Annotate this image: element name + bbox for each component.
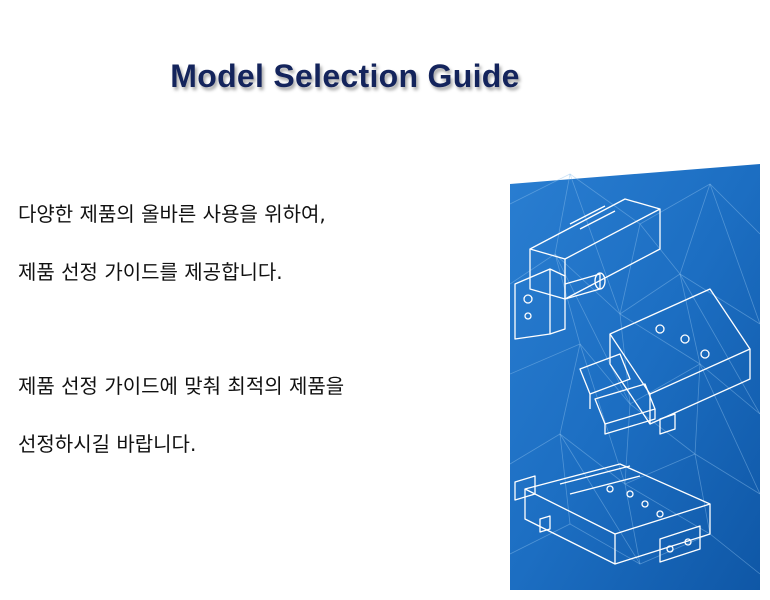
page-title: Model Selection Guide bbox=[170, 58, 520, 94]
illustration-background bbox=[510, 164, 760, 590]
slide-table-drawing bbox=[514, 463, 711, 565]
intro-text-line-2: 제품 선정 가이드를 제공합니다. bbox=[18, 260, 283, 284]
network-lines bbox=[510, 173, 760, 575]
guide-text-line-1: 제품 선정 가이드에 맞춰 최적의 제품을 bbox=[18, 374, 345, 398]
intro-text-line-1: 다양한 제품의 올바른 사용을 위하여, bbox=[18, 202, 326, 226]
cylinder-drawing bbox=[514, 198, 661, 340]
guide-text-line-2: 선정하시길 바랍니다. bbox=[18, 432, 197, 456]
product-illustration bbox=[510, 164, 760, 590]
gripper-drawing bbox=[579, 288, 751, 435]
